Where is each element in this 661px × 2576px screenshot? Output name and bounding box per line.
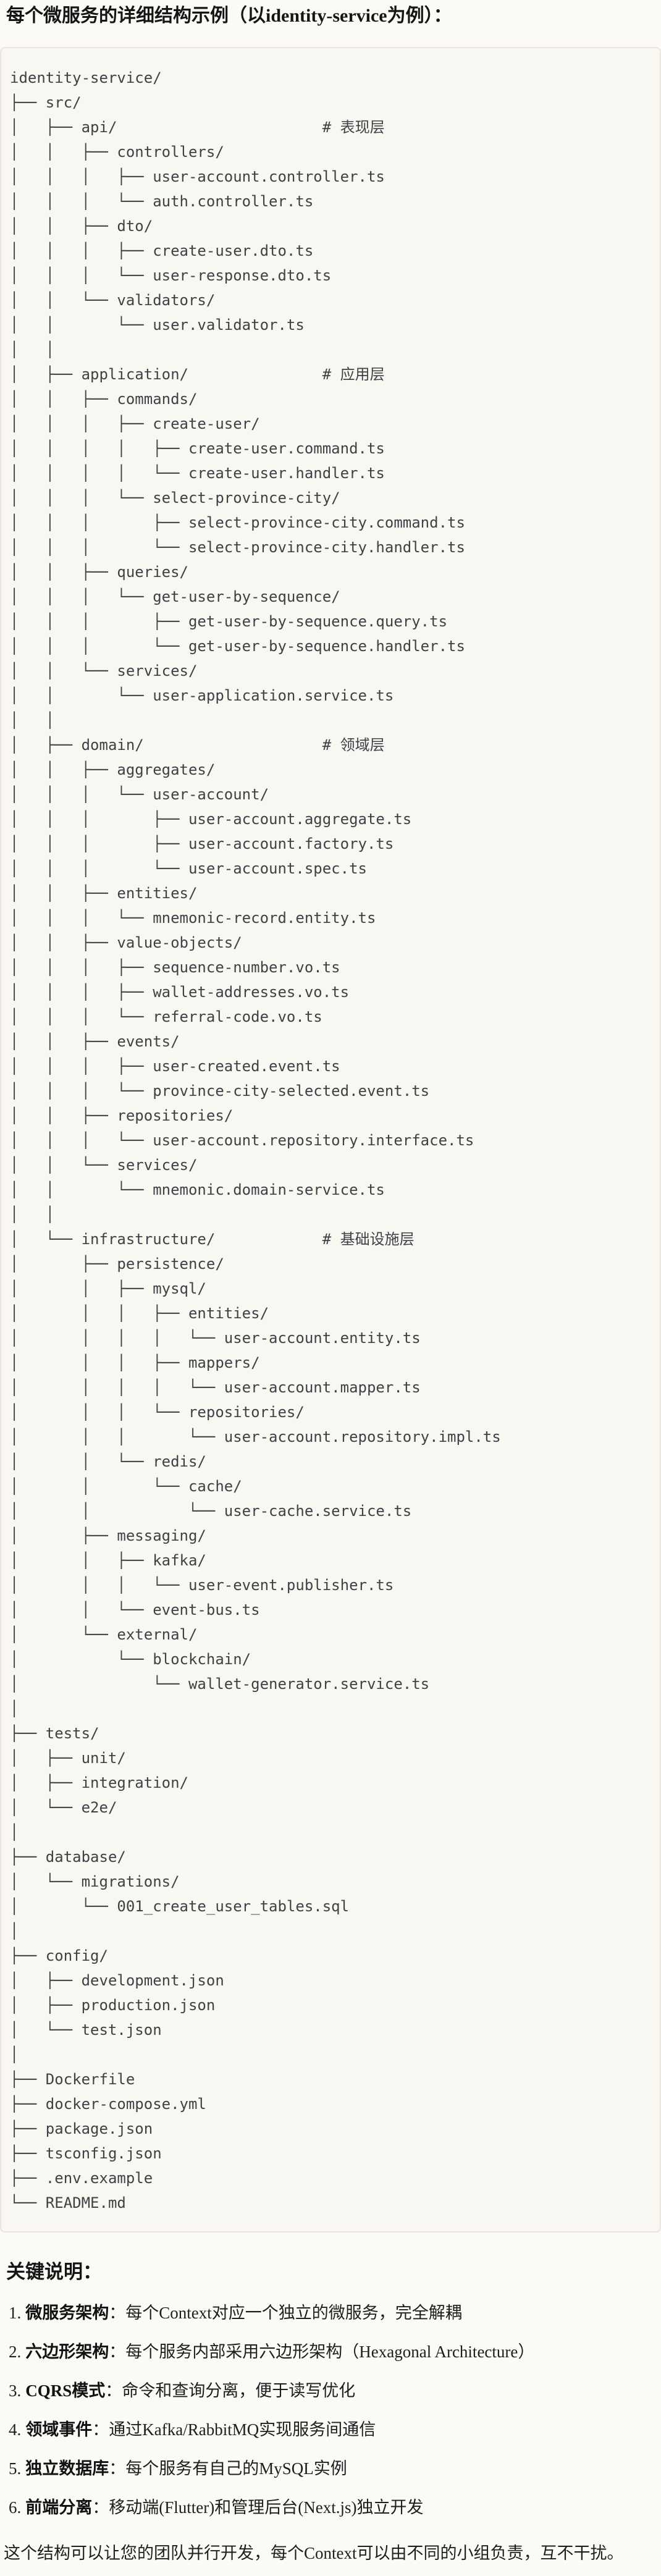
- note-separator: ：: [105, 2381, 122, 2400]
- notes-heading: 关键说明：: [6, 2261, 102, 2283]
- note-item: 1.微服务架构：每个Context对应一个独立的微服务，完全解耦: [0, 2303, 661, 2323]
- note-item: 3.CQRS模式：命令和查询分离，便于读写优化: [0, 2381, 661, 2401]
- note-label: 独立数据库: [25, 2459, 109, 2478]
- note-text: 每个Context对应一个独立的微服务，完全解耦: [125, 2304, 462, 2322]
- page-title: 每个微服务的详细结构示例（以identity-service为例）：: [6, 6, 452, 26]
- note-text: 移动端(Flutter)和管理后台(Next.js)独立开发: [109, 2498, 424, 2517]
- note-label: CQRS模式: [25, 2381, 106, 2400]
- note-item: 2.六边形架构：每个服务内部采用六边形架构（Hexagonal Architec…: [0, 2342, 661, 2362]
- note-number: 2.: [9, 2342, 22, 2361]
- note-text: 每个服务有自己的MySQL实例: [125, 2459, 347, 2478]
- note-number: 1.: [9, 2304, 22, 2322]
- directory-tree-code-block: identity-service/ ├── src/ │ ├── api/ # …: [0, 47, 661, 2233]
- note-text: 每个服务内部采用六边形架构（Hexagonal Architecture）: [125, 2342, 535, 2361]
- note-label: 微服务架构: [25, 2304, 109, 2322]
- bottom-spacer: [0, 2564, 661, 2576]
- note-number: 6.: [9, 2498, 22, 2517]
- note-label: 前端分离: [25, 2498, 93, 2517]
- note-separator: ：: [109, 2304, 126, 2322]
- note-number: 5.: [9, 2459, 22, 2478]
- directory-tree-text: identity-service/ ├── src/ │ ├── api/ # …: [10, 69, 501, 2212]
- footer-paragraph: 这个结构可以让您的团队并行开发，每个Context可以由不同的小组负责，互不干扰…: [4, 2544, 624, 2562]
- note-item: 5.独立数据库：每个服务有自己的MySQL实例: [0, 2459, 661, 2479]
- note-text: 命令和查询分离，便于读写优化: [122, 2381, 356, 2400]
- note-separator: ：: [109, 2342, 126, 2361]
- note-label: 六边形架构: [25, 2342, 109, 2361]
- note-separator: ：: [109, 2459, 126, 2478]
- note-item: 4.领域事件：通过Kafka/RabbitMQ实现服务间通信: [0, 2420, 661, 2440]
- note-separator: ：: [92, 2498, 109, 2517]
- note-label: 领域事件: [25, 2420, 93, 2439]
- note-number: 4.: [9, 2420, 22, 2439]
- note-separator: ：: [92, 2420, 109, 2439]
- note-item: 6.前端分离：移动端(Flutter)和管理后台(Next.js)独立开发: [0, 2498, 661, 2518]
- note-number: 3.: [9, 2381, 22, 2400]
- note-text: 通过Kafka/RabbitMQ实现服务间通信: [109, 2420, 376, 2439]
